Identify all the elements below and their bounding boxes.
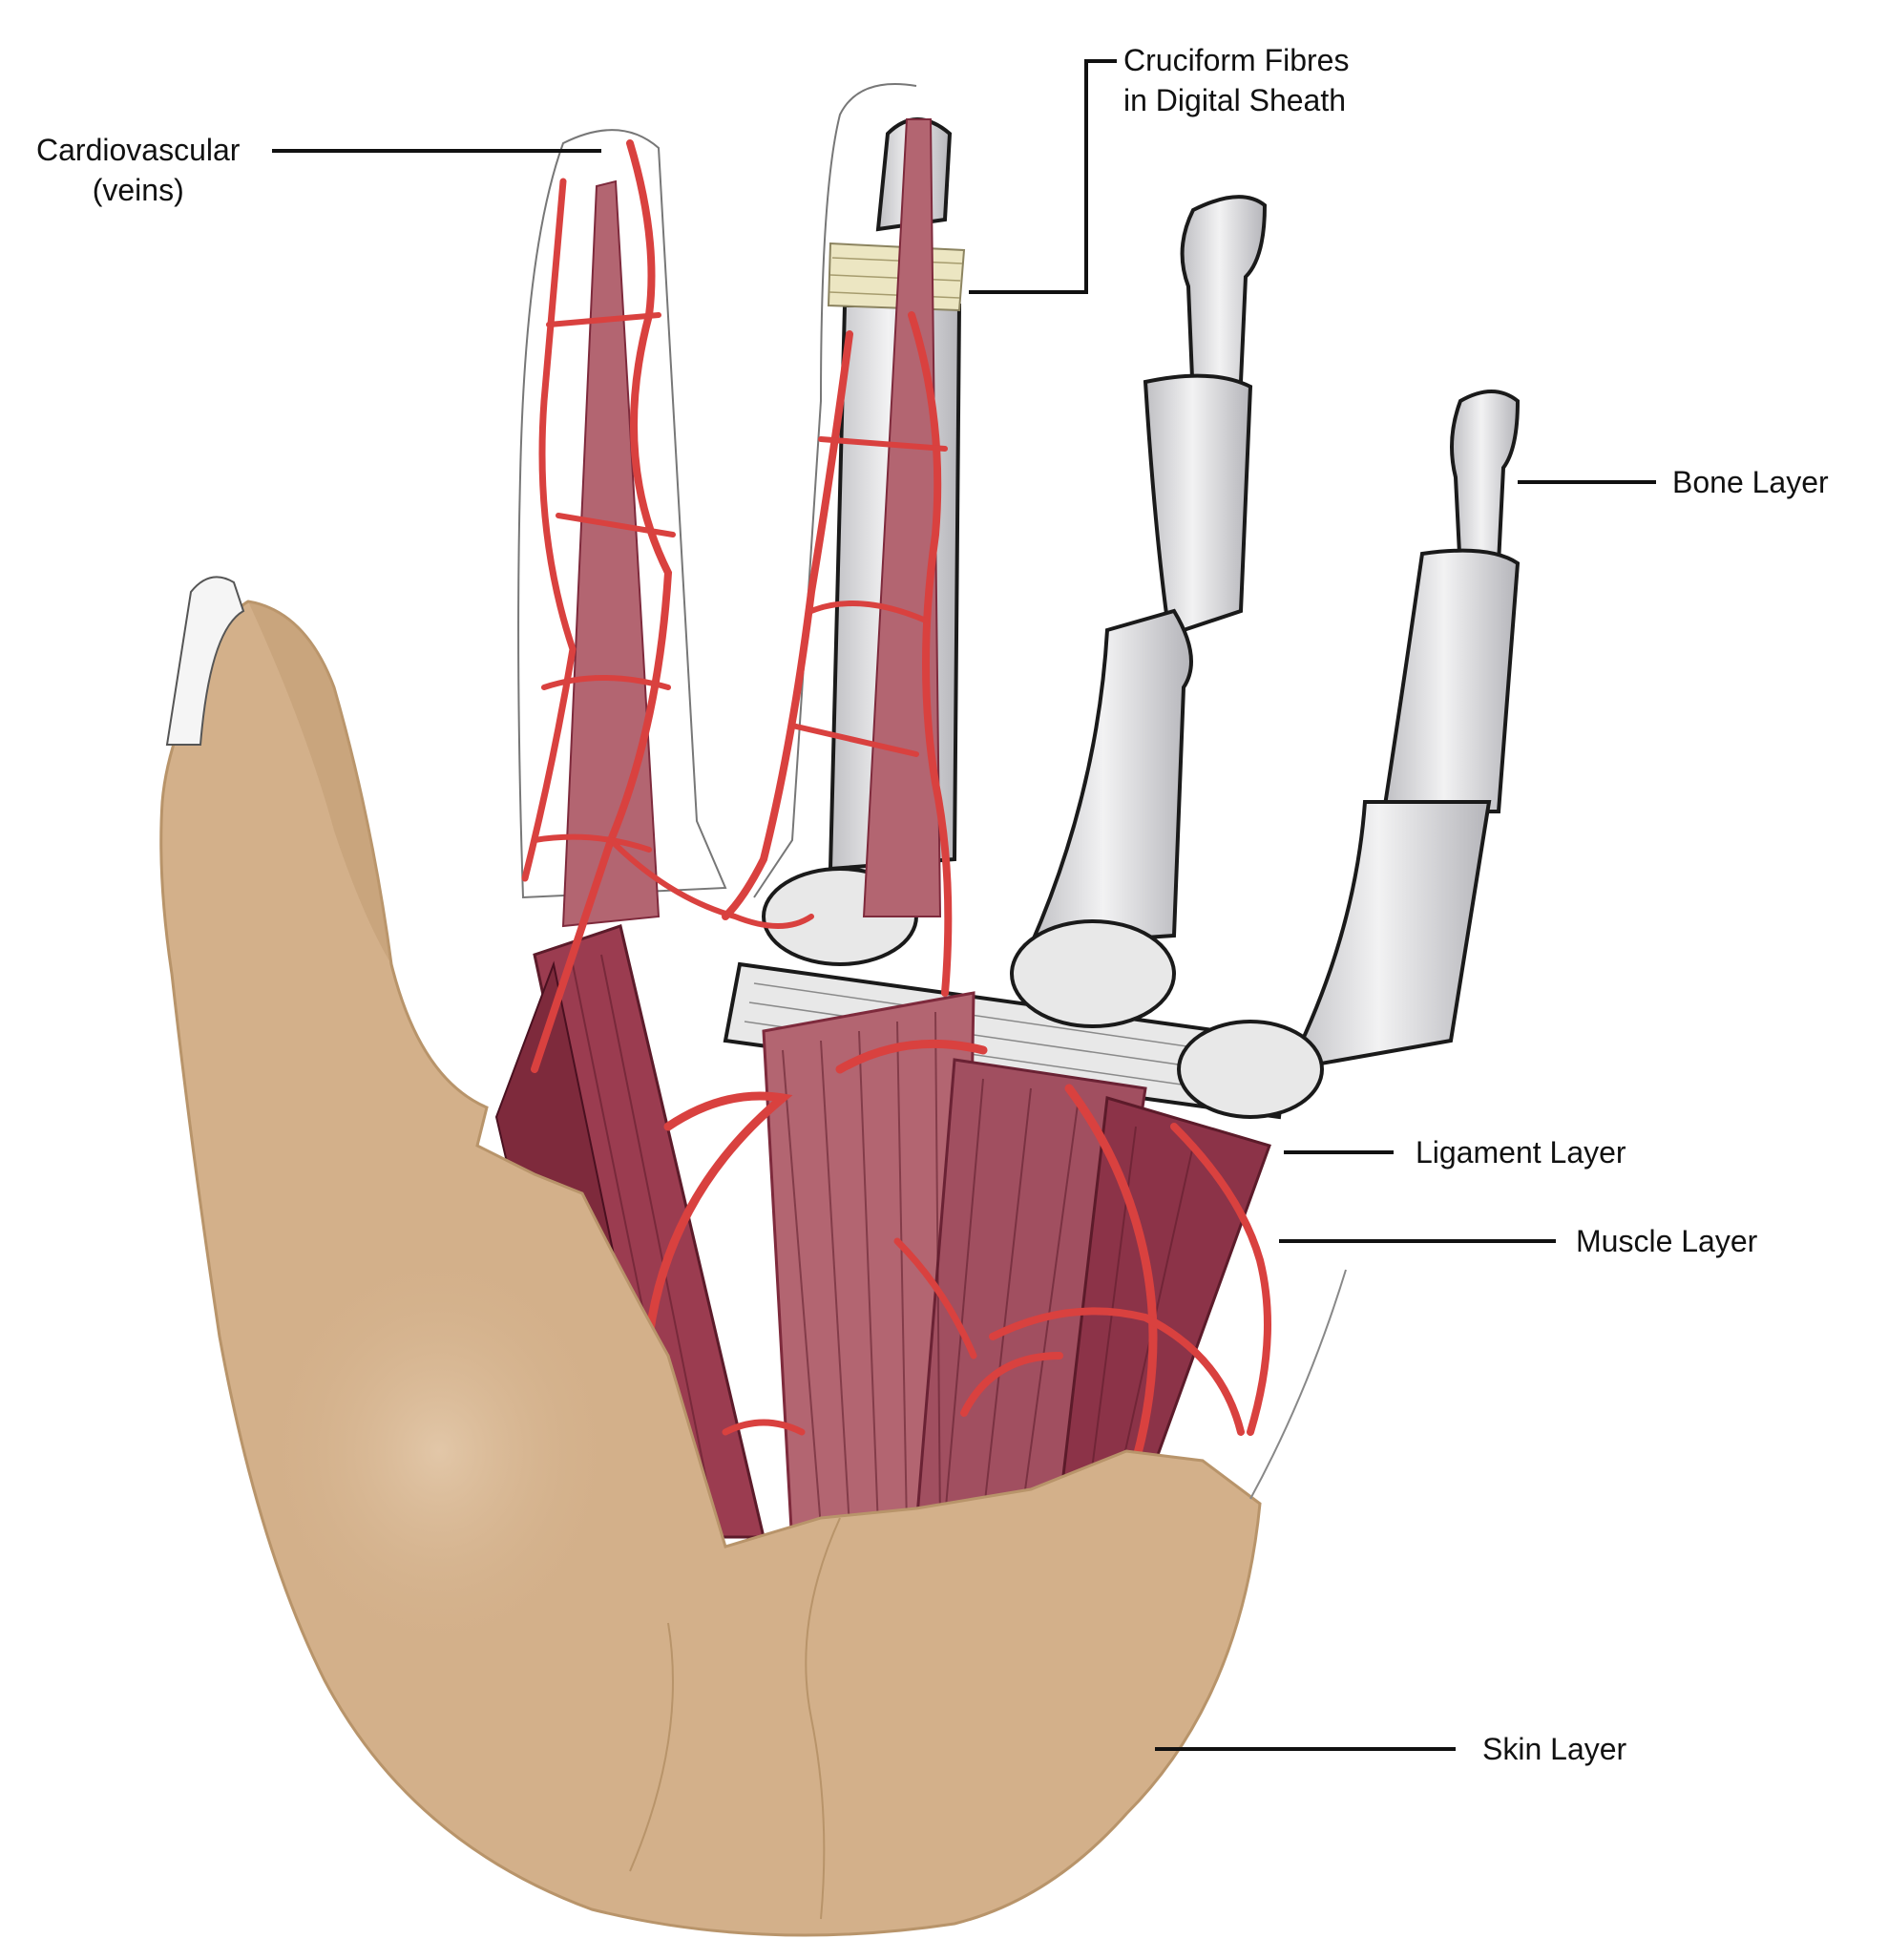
leader-cruciform — [969, 59, 1117, 294]
little-distal-phalanx — [1450, 390, 1521, 576]
skin-layer-group — [159, 576, 1347, 1937]
middle-finger-outline — [753, 83, 917, 898]
label-cruciform-line2: in Digital Sheath — [1123, 83, 1347, 117]
vein-index-3 — [532, 312, 676, 853]
palm-edge-line — [1249, 1269, 1347, 1500]
label-cruciform: Cruciform Fibres in Digital Sheath — [1123, 40, 1349, 120]
little-middle-phalanx — [1381, 548, 1521, 813]
middle-tendon — [862, 118, 942, 917]
ring-mcp-ligament — [1010, 919, 1176, 1028]
cardiovascular-layer-group — [521, 139, 1271, 1494]
little-proximal-phalanx — [1285, 800, 1492, 1072]
vein-index-2 — [521, 178, 577, 882]
thumb-skin-shade — [248, 601, 391, 964]
vein-middle-3 — [789, 436, 948, 757]
vein-palm-5 — [722, 1237, 977, 1436]
label-cardiovascular: Cardiovascular (veins) — [36, 130, 240, 210]
palm-crease-1 — [805, 1517, 841, 1920]
label-muscle-layer: Muscle Layer — [1576, 1224, 1758, 1258]
vein-middle-2 — [908, 311, 953, 997]
label-bone-layer: Bone Layer — [1672, 465, 1829, 499]
ring-middle-phalanx — [1143, 373, 1253, 638]
thumbnail — [165, 576, 245, 746]
little-mcp-ligament — [1177, 1020, 1324, 1119]
leader-lines — [272, 59, 1656, 1751]
label-cardiovascular-line1: Cardiovascular — [36, 133, 241, 167]
vein-index-1 — [531, 139, 673, 1073]
vein-middle-1 — [722, 330, 853, 920]
label-ligament-layer: Ligament Layer — [1416, 1135, 1626, 1170]
vein-palm-4 — [1170, 1123, 1271, 1436]
label-cardiovascular-line2: (veins) — [92, 173, 184, 207]
ring-distal-phalanx — [1180, 195, 1268, 404]
label-cruciform-line1: Cruciform Fibres — [1123, 43, 1350, 77]
ring-proximal-phalanx — [1027, 608, 1193, 948]
label-skin-layer: Skin Layer — [1482, 1732, 1627, 1766]
vein-palm-2 — [835, 1039, 1158, 1465]
vein-palm-3 — [960, 1307, 1245, 1436]
palm-crease-2 — [629, 1622, 674, 1872]
